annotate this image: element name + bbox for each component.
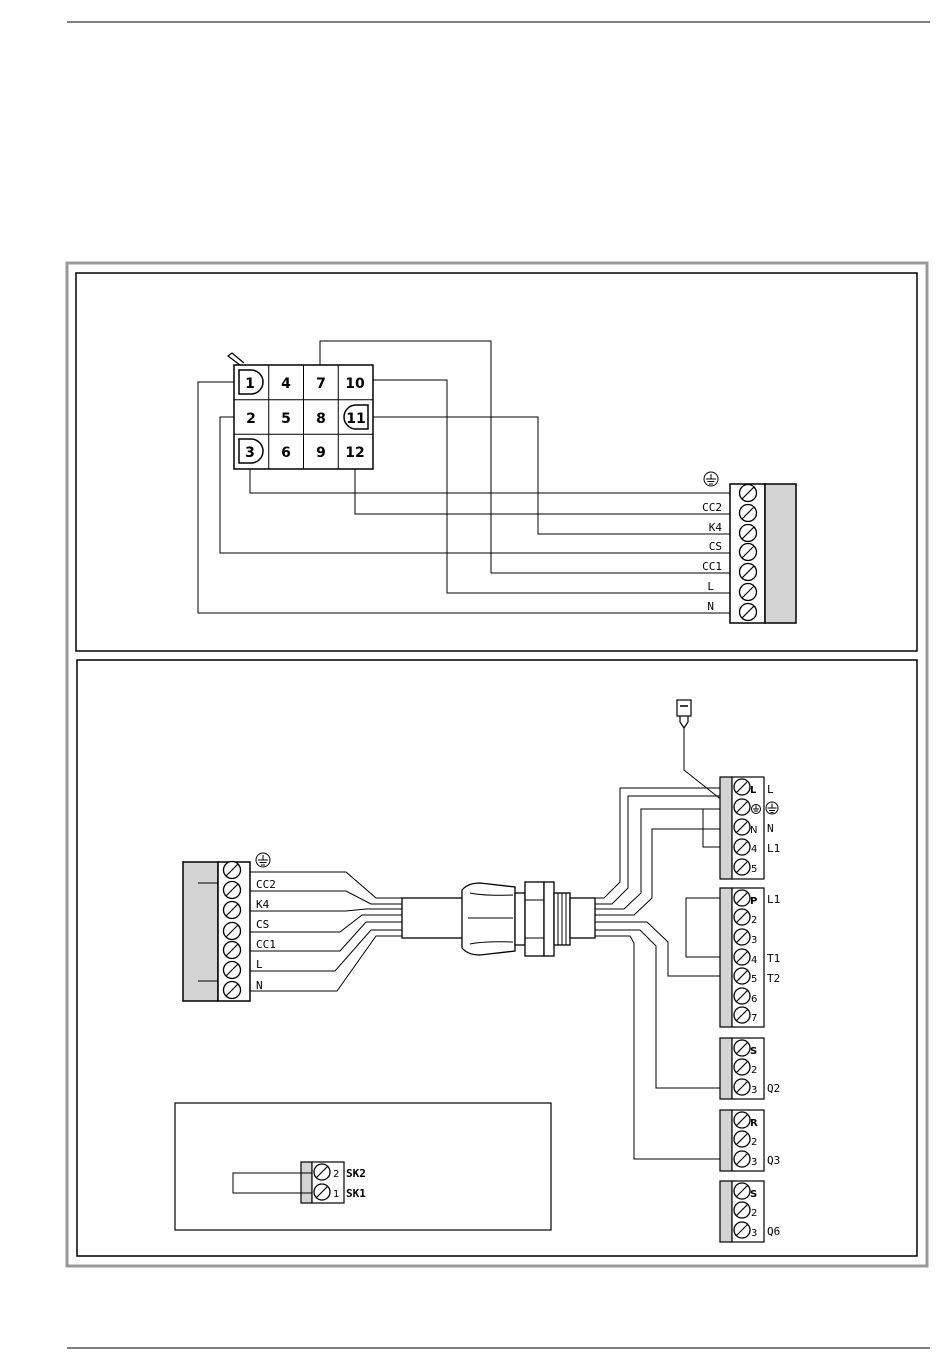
th-inner-2: 2 (751, 915, 757, 926)
q2-inner-3: 3 (751, 1085, 757, 1096)
inset-label-sk2: SK2 (346, 1167, 366, 1180)
pin-11: 11 (346, 411, 365, 427)
pin-12: 12 (345, 445, 364, 461)
power-inner-4: 4 (751, 844, 757, 855)
q3-inner-3: 3 (751, 1157, 757, 1168)
pin-9: 9 (316, 445, 326, 461)
q2-label: Q2 (767, 1082, 780, 1095)
power-inner-l: L (750, 785, 757, 796)
q-block-labels: S 2 3 Q2 R 2 3 Q3 S 2 3 Q6 (750, 1046, 780, 1239)
q6-inner-2: 2 (751, 1208, 757, 1219)
pin-5: 5 (281, 411, 291, 427)
lower-left-terminal-strip (183, 862, 250, 1002)
left-label-n: N (256, 979, 263, 992)
connector-12-pin: 1 2 3 4 5 6 7 8 9 10 11 12 (228, 353, 373, 469)
outer-frame (67, 263, 927, 1266)
upper-label-n: N (707, 600, 714, 613)
upper-label-cs: CS (709, 540, 722, 553)
upper-terminal-strip (730, 484, 796, 623)
upper-terminal-labels: CC2 K4 CS CC1 L N (702, 501, 722, 613)
q3-inner-r: R (750, 1118, 758, 1129)
inset-terminal-block: 2 1 SK2 SK1 (233, 1162, 366, 1203)
lower-left-terminal-labels: CC2 K4 CS CC1 L N (256, 878, 276, 992)
th-inner-7: 7 (751, 1013, 757, 1024)
upper-label-cc2: CC2 (702, 501, 722, 514)
pin-3: 3 (245, 445, 255, 461)
power-inner-n: N (750, 825, 757, 836)
power-outer-l: L (767, 783, 774, 796)
th-inner-3: 3 (751, 935, 757, 946)
th-outer-t1: T1 (767, 952, 780, 965)
pin-8: 8 (316, 411, 326, 427)
sensor-plug-icon (677, 700, 691, 728)
power-inner-5: 5 (751, 864, 757, 875)
pin-1: 1 (245, 376, 255, 392)
upper-label-cc1: CC1 (702, 560, 722, 573)
th-inner-p: P (750, 896, 757, 907)
pin-10: 10 (345, 376, 365, 392)
th-outer-l1: L1 (767, 893, 780, 906)
thermostat-terminal-block (720, 888, 764, 1027)
inset-num-2: 2 (333, 1169, 339, 1180)
pin-6: 6 (281, 445, 291, 461)
q6-terminal-block (720, 1181, 764, 1242)
left-label-cc2: CC2 (256, 878, 276, 891)
lower-right-wires (595, 728, 730, 1159)
ground-symbol-lower-left (256, 853, 270, 867)
upper-label-l: L (707, 580, 714, 593)
q3-label: Q3 (767, 1154, 780, 1167)
cable-gland (402, 882, 595, 956)
left-label-cs: CS (256, 918, 269, 931)
inset-label-sk1: SK1 (346, 1187, 366, 1200)
pin-2: 2 (246, 411, 256, 427)
left-label-k4: K4 (256, 898, 270, 911)
pin-7: 7 (316, 376, 326, 392)
q2-terminal-block (720, 1038, 764, 1099)
power-outer-l1: L1 (767, 842, 780, 855)
inset-num-1: 1 (333, 1189, 339, 1200)
th-inner-4: 4 (751, 955, 757, 966)
th-inner-6: 6 (751, 994, 757, 1005)
q6-label: Q6 (767, 1225, 780, 1238)
th-outer-t2: T2 (767, 972, 780, 985)
pin-4: 4 (281, 376, 291, 392)
q2-inner-s: S (750, 1046, 757, 1057)
left-label-l: L (256, 958, 263, 971)
left-label-cc1: CC1 (256, 938, 276, 951)
q6-inner-s: S (750, 1189, 757, 1200)
q2-inner-2: 2 (751, 1065, 757, 1076)
q3-inner-2: 2 (751, 1137, 757, 1148)
ground-symbol-upper (704, 472, 718, 486)
upper-label-k4: K4 (709, 521, 723, 534)
power-outer-n: N (767, 822, 774, 835)
q6-inner-3: 3 (751, 1228, 757, 1239)
th-inner-5: 5 (751, 974, 757, 985)
